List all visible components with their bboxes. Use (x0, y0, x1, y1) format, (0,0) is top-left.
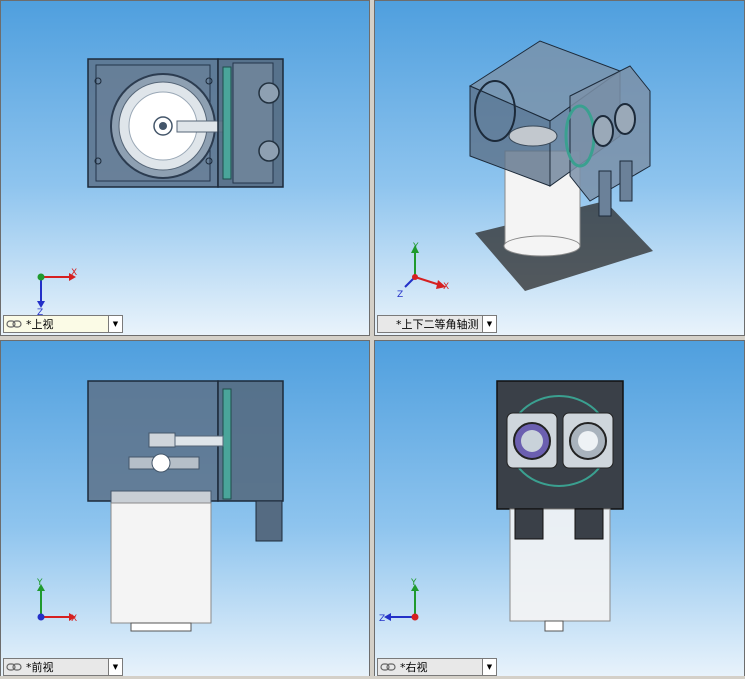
axis-label-y: Y (36, 578, 43, 588)
axis-label-z: Z (37, 308, 43, 315)
view-orientation-dropdown[interactable]: *右视 ▼ (377, 658, 497, 676)
view-orientation-dropdown[interactable]: *上视 ▼ (3, 315, 123, 333)
pump-model-isometric-view (468, 40, 653, 291)
view-name-label: *上视 (26, 318, 54, 331)
chevron-down-icon[interactable]: ▼ (482, 659, 496, 675)
viewport-isometric-view[interactable]: Y X Z *上下二等角轴测 ▼ (374, 0, 745, 336)
viewport-top-view[interactable]: X Z *上视 ▼ (0, 0, 370, 336)
axis-triad: Y X (36, 578, 77, 624)
axis-triad: Y Z (379, 578, 419, 624)
axis-label-x: X (71, 614, 77, 624)
axis-label-x: X (71, 268, 77, 278)
chevron-down-icon[interactable]: ▼ (482, 316, 496, 332)
view-orientation-dropdown[interactable]: *前视 ▼ (3, 658, 123, 676)
view-name-label: *上下二等角轴测 (396, 318, 479, 331)
viewport-right-view[interactable]: Y Z *右视 ▼ (374, 340, 745, 679)
link-icon (380, 663, 396, 671)
link-icon (6, 663, 22, 671)
axis-label-z: Z (379, 614, 385, 624)
axis-triad: Y X Z (397, 242, 449, 300)
chevron-down-icon[interactable]: ▼ (108, 659, 122, 675)
pump-model-right-view (496, 380, 624, 632)
view-name-label: *前视 (26, 661, 54, 674)
pump-model-top-view (87, 58, 284, 188)
chevron-down-icon[interactable]: ▼ (108, 316, 122, 332)
pump-model-front-view (87, 380, 284, 632)
axis-label-z: Z (397, 290, 403, 300)
status-strip (0, 676, 745, 679)
view-orientation-dropdown[interactable]: *上下二等角轴测 ▼ (377, 315, 497, 333)
axis-label-y: Y (412, 242, 419, 252)
viewport-front-view[interactable]: Y X *前视 ▼ (0, 340, 370, 679)
axis-label-x: X (443, 282, 449, 292)
axis-label-y: Y (410, 578, 417, 588)
link-icon (6, 320, 22, 328)
view-name-label: *右视 (400, 661, 428, 674)
axis-triad: X Z (37, 268, 77, 315)
